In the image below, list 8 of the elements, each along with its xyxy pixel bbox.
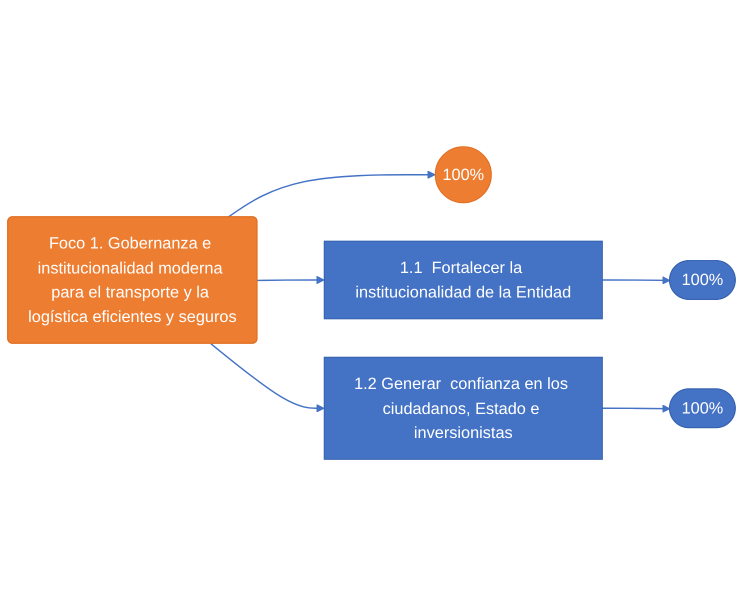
- node-box: 1.2 Generar confianza en los ciudadanos, Estado e inversionistas: [324, 357, 603, 460]
- node-circle: 100%: [434, 146, 492, 204]
- arrow: [602, 276, 670, 286]
- arrow: [258, 276, 325, 285]
- arrow: [228, 170, 436, 218]
- node-box: 1.1 Fortalecer la institucionalidad de la Entidad: [324, 241, 603, 320]
- arrow: [602, 404, 670, 414]
- arrow: [210, 344, 325, 413]
